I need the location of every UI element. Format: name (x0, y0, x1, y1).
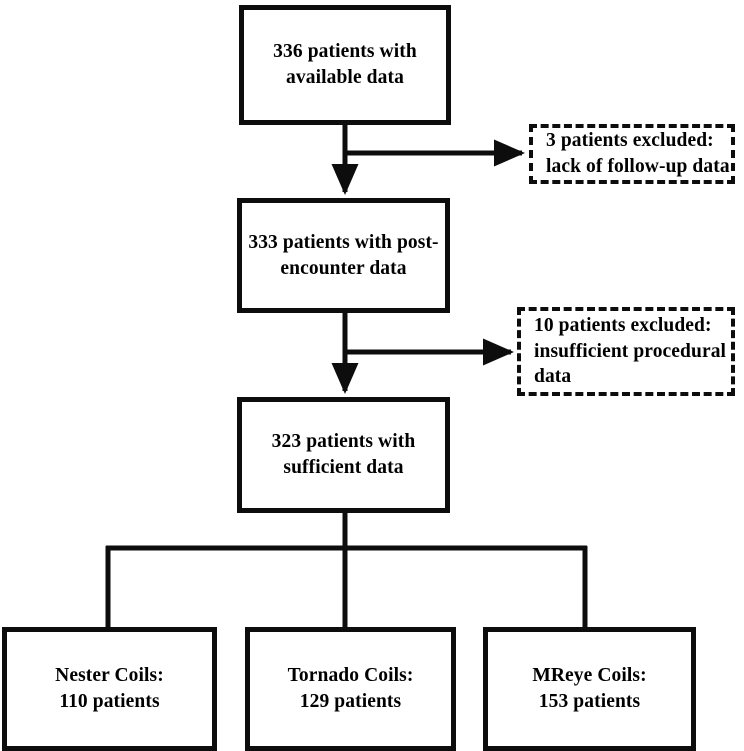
node-available-patients-label: 336 patients with available data (273, 41, 417, 88)
node-tornado-coils-label: Tornado Coils: 129 patients (287, 665, 414, 712)
node-sufficient-patients: 323 patients with sufficient data (237, 397, 450, 513)
node-mreye-coils-label: MReye Coils: 153 patients (532, 665, 647, 712)
node-excluded-procedural: 10 patients excluded: insufficient proce… (517, 307, 735, 396)
node-post-encounter-patients: 333 patients with post- encounter data (237, 198, 450, 313)
node-available-patients: 336 patients with available data (239, 5, 451, 125)
node-excluded-procedural-label: 10 patients excluded: insufficient proce… (534, 314, 727, 388)
node-mreye-coils: MReye Coils: 153 patients (483, 627, 696, 751)
node-nester-coils: Nester Coils: 110 patients (2, 627, 217, 751)
node-tornado-coils: Tornado Coils: 129 patients (245, 627, 456, 751)
node-nester-coils-label: Nester Coils: 110 patients (55, 665, 164, 712)
node-post-encounter-patients-label: 333 patients with post- encounter data (248, 231, 439, 279)
node-sufficient-patients-label: 323 patients with sufficient data (271, 431, 416, 478)
node-excluded-followup: 3 patients excluded: lack of follow-up d… (529, 124, 735, 184)
node-excluded-followup-label: 3 patients excluded: lack of follow-up d… (546, 130, 730, 177)
